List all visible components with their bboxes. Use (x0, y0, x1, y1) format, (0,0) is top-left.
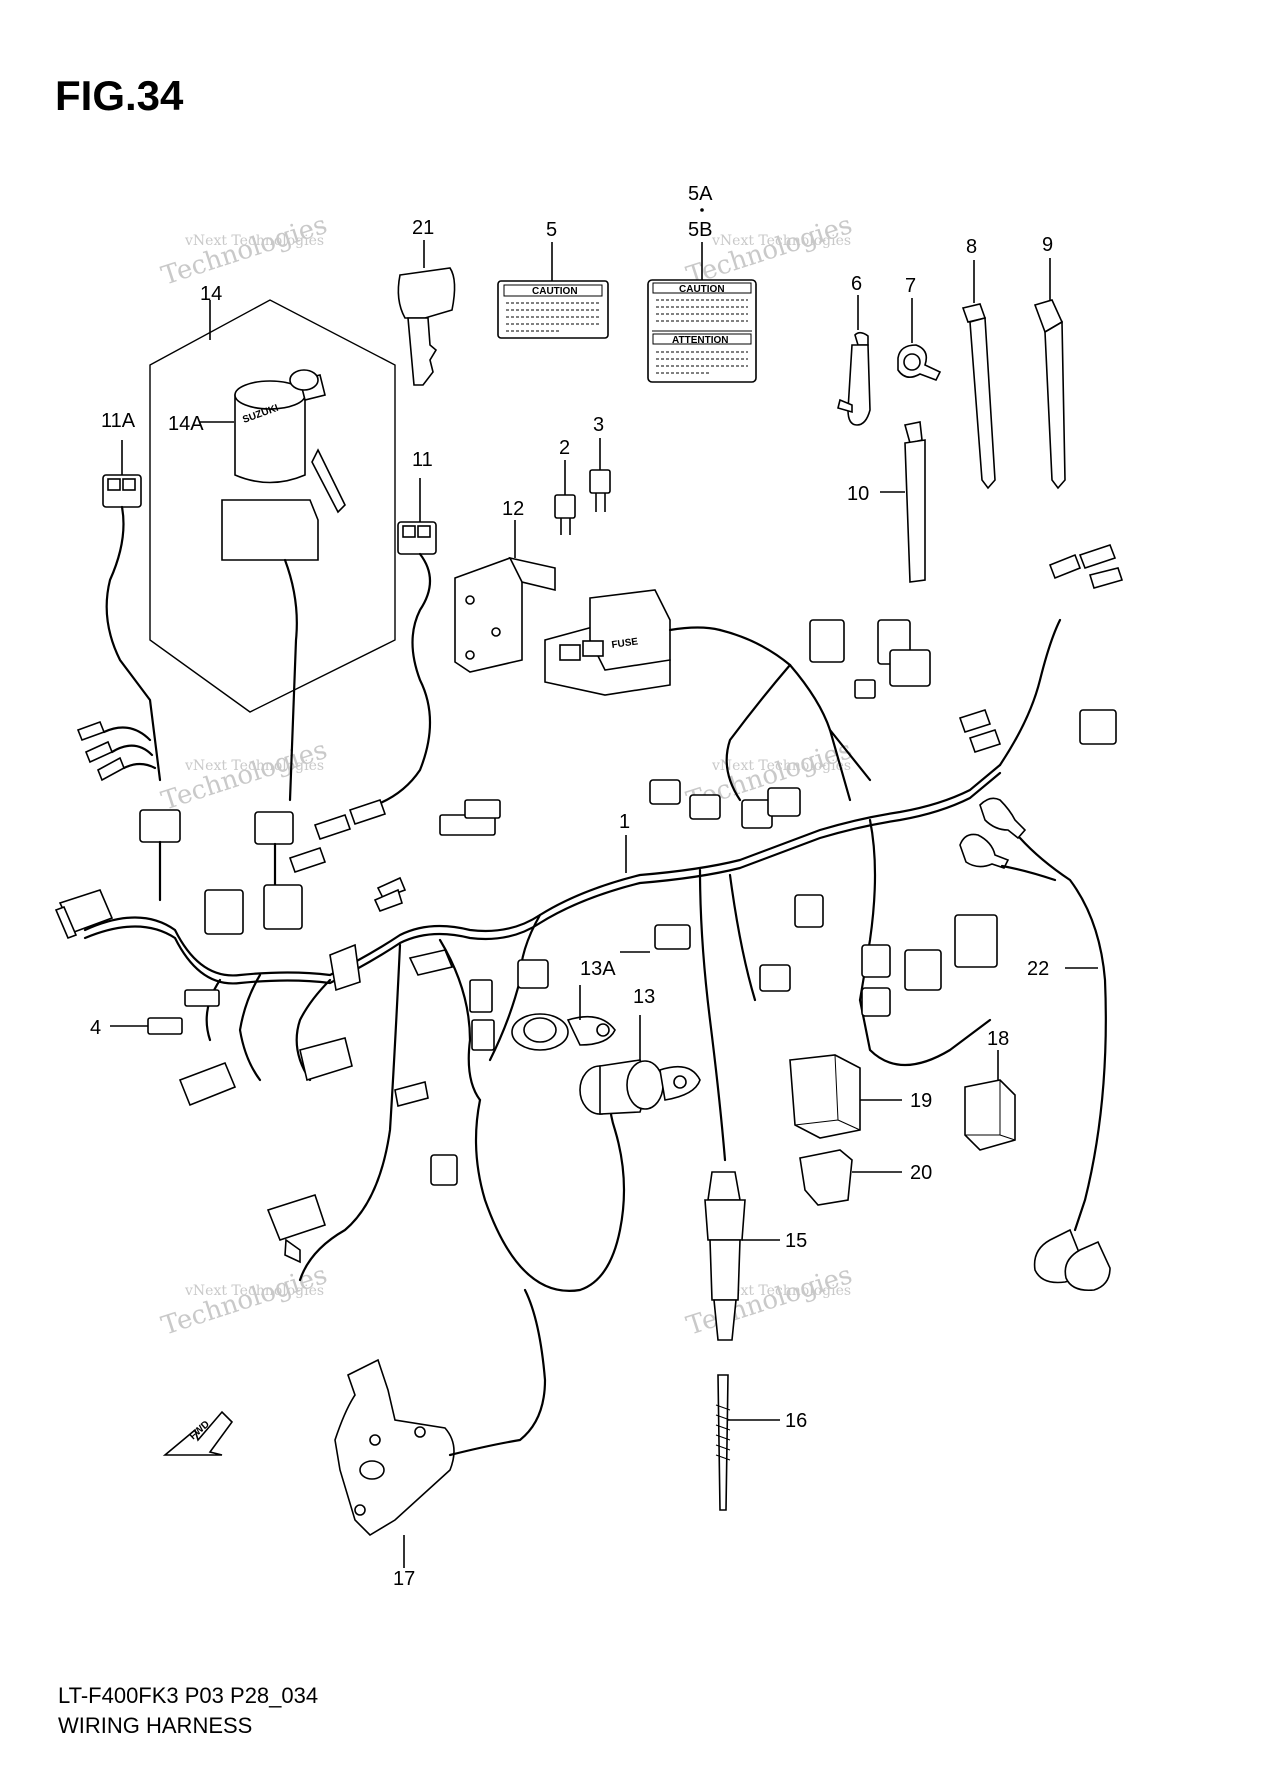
clip-7 (897, 298, 942, 382)
part-label: 1 (619, 811, 630, 833)
fuse-3 (589, 438, 611, 512)
part-label: 3 (593, 414, 604, 436)
probe-16 (715, 1374, 780, 1511)
part-label: 15 (785, 1230, 807, 1252)
part-label: 22 (1027, 958, 1049, 980)
clamp-6 (837, 295, 871, 426)
part-label: 4 (90, 1017, 101, 1039)
watermark-text: vNext Technologies (184, 233, 324, 249)
part-label: 12 (502, 498, 524, 520)
part-label: 6 (851, 273, 862, 295)
sensor-15 (704, 1171, 780, 1341)
connector-11a (102, 440, 162, 782)
fuse-2 (554, 460, 576, 535)
fuse-box: FUSE (544, 589, 671, 696)
watermark-text: Technologies (683, 1260, 856, 1342)
figure-caption: WIRING HARNESS (58, 1713, 253, 1738)
watermark-text: vNext Technologies (184, 758, 324, 774)
watermark-low-center: vNext Technologies Technologies (683, 1260, 856, 1342)
ignition-switch: SUZUKI (221, 369, 346, 802)
part-label: 18 (987, 1028, 1009, 1050)
part-label: 14 (200, 283, 222, 305)
watermark-mid-left: vNext Technologies Technologies (158, 735, 331, 817)
cable-tie-8 (961, 260, 996, 490)
bullet-connectors-left (76, 720, 294, 902)
caution-label-2: CAUTION (679, 284, 725, 295)
part-label: 13A (580, 958, 616, 980)
socket-13a (511, 985, 616, 1051)
watermark-low-left: vNext Technologies Technologies (158, 1260, 331, 1342)
part-label: 20 (910, 1162, 932, 1184)
bracket-20 (799, 1149, 902, 1206)
watermark-text: vNext Technologies (184, 1283, 324, 1299)
caution-attention-sticker: CAUTION ATTENTION (647, 208, 757, 383)
part-label: 13 (633, 986, 655, 1008)
harness-22 (959, 797, 1111, 1292)
part-label: 9 (1042, 234, 1053, 256)
part-label: 17 (393, 1568, 415, 1590)
watermark-text: Technologies (158, 210, 331, 292)
watermark-text: Technologies (158, 1260, 331, 1342)
caution-sticker: CAUTION (497, 242, 609, 339)
watermark-text: vNext Technologies (711, 233, 851, 249)
model-code: LT-F400FK3 P03 P28_034 (58, 1683, 319, 1708)
forward-arrow: FWD (162, 1410, 234, 1456)
part-label: 2 (559, 437, 570, 459)
part-label: 11A (101, 410, 136, 432)
part-label: 21 (412, 217, 434, 239)
caution-label: CAUTION (532, 286, 578, 297)
part-label: 7 (905, 275, 916, 297)
part-label: 19 (910, 1090, 932, 1112)
part-label: 8 (966, 236, 977, 258)
connector-11 (358, 478, 437, 812)
band-10 (880, 421, 926, 583)
sensor-17 (334, 1288, 547, 1568)
harness-connectors (54, 543, 1124, 1264)
relay-18 (964, 1050, 1016, 1151)
figure-title: FIG.34 (55, 72, 184, 119)
part-label: 10 (847, 483, 869, 505)
part-14-box (149, 299, 396, 713)
cable-tie-9 (1033, 258, 1066, 490)
attention-label: ATTENTION (672, 335, 728, 346)
watermark-text: Technologies (158, 735, 331, 817)
relay-cover-19 (789, 1054, 902, 1139)
key-part (397, 240, 456, 386)
part-label: 16 (785, 1410, 807, 1432)
part-label: 5B (688, 219, 712, 241)
fuse-label: FUSE (611, 636, 639, 651)
part-label: 11 (412, 449, 433, 471)
part-labels: 21 5 5A 5B 6 7 8 9 10 14 11A 14A 11 12 2… (90, 183, 1053, 1590)
part-label: 5A (688, 183, 713, 205)
socket-13 (579, 1015, 701, 1115)
watermark-text: vNext Technologies (711, 758, 851, 774)
watermark-text: vNext Technologies (711, 1283, 851, 1299)
part-label: 5 (546, 219, 557, 241)
watermark-top-left: vNext Technologies Technologies (158, 210, 331, 292)
bracket-12 (454, 520, 556, 673)
part-label: 14A (168, 413, 204, 435)
